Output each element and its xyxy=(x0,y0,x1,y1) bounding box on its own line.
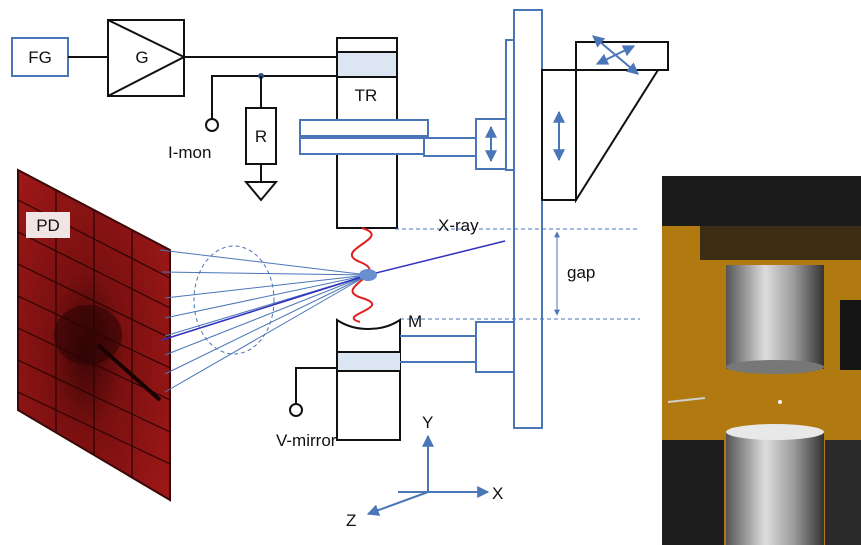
coordinate-axes xyxy=(368,436,488,514)
v-mirror-terminal xyxy=(290,404,302,416)
axis-z-label: Z xyxy=(346,511,356,530)
clamp-plate-upper xyxy=(300,120,428,136)
apparatus-photo xyxy=(662,176,861,545)
ground-icon xyxy=(246,182,276,200)
incident-beam-line xyxy=(368,241,505,275)
gap-label: gap xyxy=(567,263,595,282)
translation-stage xyxy=(542,42,668,200)
sample-droplet xyxy=(359,269,377,281)
mirror-voltage-wire xyxy=(296,368,337,404)
upper-arm xyxy=(424,138,476,156)
g-label: G xyxy=(135,48,148,67)
rail-bracket xyxy=(506,40,514,170)
m-label: M xyxy=(408,312,422,331)
r-label: R xyxy=(255,127,267,146)
z-axis-arrow-icon xyxy=(368,492,428,514)
pd-label: PD xyxy=(36,216,60,235)
amplifier-box: G xyxy=(108,20,184,96)
v-mirror-label: V-mirror xyxy=(276,431,337,450)
tr-label: TR xyxy=(355,86,378,105)
axis-y-label: Y xyxy=(422,413,433,432)
vertical-rail xyxy=(514,10,542,428)
fg-label: FG xyxy=(28,48,52,67)
resistor: R xyxy=(246,108,276,164)
clamp-plate-lower xyxy=(300,138,428,154)
xray-label: X-ray xyxy=(438,216,479,235)
i-mon-terminal xyxy=(206,119,218,131)
lower-slider xyxy=(476,322,514,372)
reflector-assembly xyxy=(337,320,400,440)
function-generator-box: FG xyxy=(12,38,68,76)
axis-x-label: X xyxy=(492,484,503,503)
i-mon-label: I-mon xyxy=(168,143,211,162)
